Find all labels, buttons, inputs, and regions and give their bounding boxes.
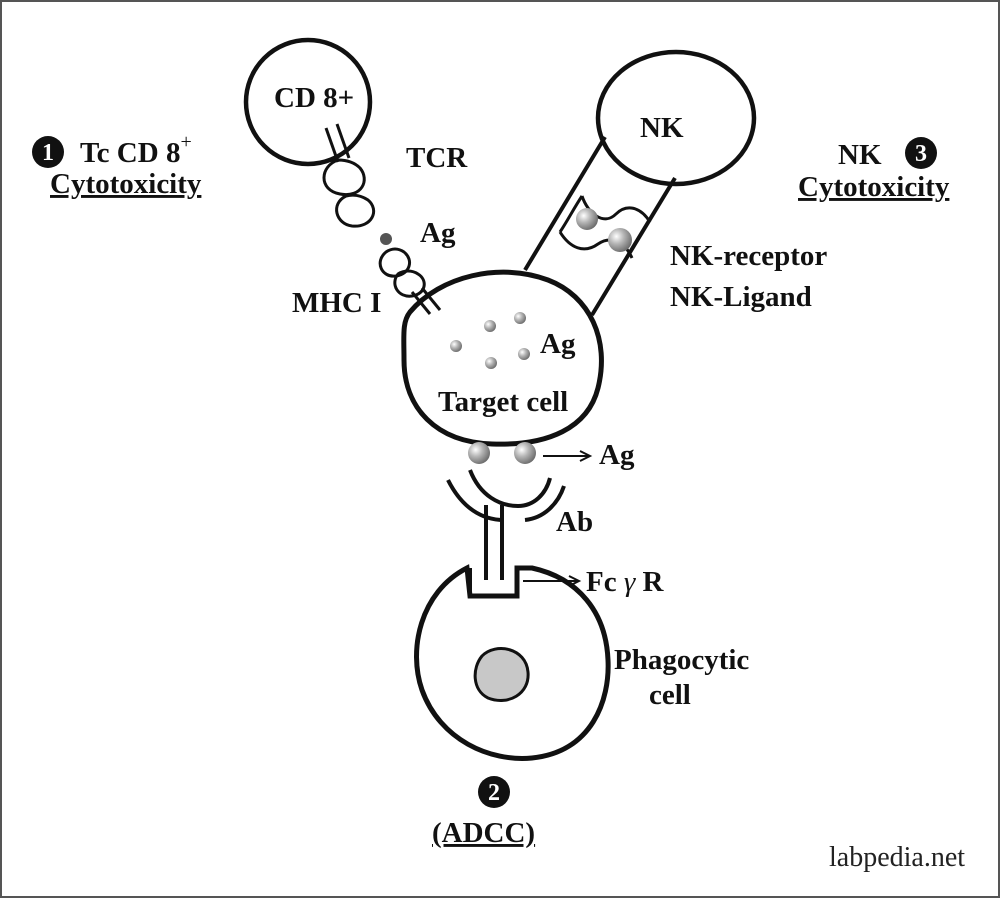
cd8-t-cell bbox=[243, 37, 373, 167]
antigen-particle bbox=[485, 357, 497, 369]
mechanism-1: 1 Tc CD 8+ Cytotoxicity bbox=[32, 131, 202, 200]
tcr-label: TCR bbox=[406, 142, 468, 174]
nucleus bbox=[473, 647, 530, 702]
ag-arrow bbox=[543, 450, 593, 462]
phagocytic-label-line1: Phagocytic bbox=[614, 644, 749, 676]
cd8-label: CD 8+ bbox=[274, 82, 354, 114]
internal-antigens bbox=[450, 312, 530, 369]
mechanism-2: 2 (ADCC) bbox=[432, 776, 535, 849]
target-cell-label: Target cell bbox=[438, 386, 568, 418]
fc-receptor-label: Fc γ R bbox=[586, 566, 665, 598]
antigen-particle bbox=[518, 348, 530, 360]
phagocytic-cell bbox=[414, 564, 611, 761]
nk-bridge bbox=[523, 135, 677, 317]
mechanism-2-badge bbox=[478, 776, 510, 808]
mechanism-1-number: 1 bbox=[42, 140, 54, 166]
nk-receptor-ligand-complex bbox=[558, 195, 652, 259]
ab-label: Ab bbox=[556, 506, 593, 538]
nk-cell bbox=[595, 49, 757, 187]
ag-label-top: Ag bbox=[420, 217, 456, 249]
watermark: labpedia.net bbox=[829, 842, 965, 873]
nk-ligand-label: NK-Ligand bbox=[670, 281, 812, 313]
tcr-mhc-complex bbox=[322, 123, 442, 315]
mechanism-2-subtitle: (ADCC) bbox=[432, 817, 535, 849]
nk-cell-label: NK bbox=[640, 112, 684, 144]
mechanism-1-badge bbox=[32, 136, 64, 168]
antibody bbox=[446, 469, 566, 580]
fc-receptor bbox=[468, 568, 519, 598]
ag-label-inside: Ag bbox=[540, 328, 576, 360]
nk-ligand-bead bbox=[608, 228, 632, 252]
mechanism-3-title: NK bbox=[838, 139, 882, 171]
surface-antigen bbox=[468, 442, 490, 464]
mechanism-3-subtitle: Cytotoxicity bbox=[798, 171, 950, 203]
mechanism-1-subtitle: Cytotoxicity bbox=[50, 168, 202, 200]
antigen-dot bbox=[380, 233, 392, 245]
mechanism-3: NK 3 Cytotoxicity bbox=[798, 137, 950, 203]
nk-receptor-label: NK-receptor bbox=[670, 240, 827, 272]
mechanism-1-title: Tc CD 8+ bbox=[80, 131, 192, 169]
antigen-particle bbox=[484, 320, 496, 332]
ag-label-surface: Ag bbox=[599, 439, 635, 471]
target-cell bbox=[401, 269, 604, 447]
phagocytic-label-line2: cell bbox=[649, 679, 691, 711]
mechanism-3-number: 3 bbox=[915, 141, 927, 167]
antigen-particle bbox=[450, 340, 462, 352]
mechanism-3-badge bbox=[905, 137, 937, 169]
mechanism-2-number: 2 bbox=[488, 780, 500, 806]
fc-receptor-arrow bbox=[523, 575, 582, 587]
antigen-particle bbox=[514, 312, 526, 324]
nk-ligand-bead bbox=[576, 208, 598, 230]
surface-antigen bbox=[514, 442, 536, 464]
mhc-label: MHC I bbox=[292, 287, 381, 319]
